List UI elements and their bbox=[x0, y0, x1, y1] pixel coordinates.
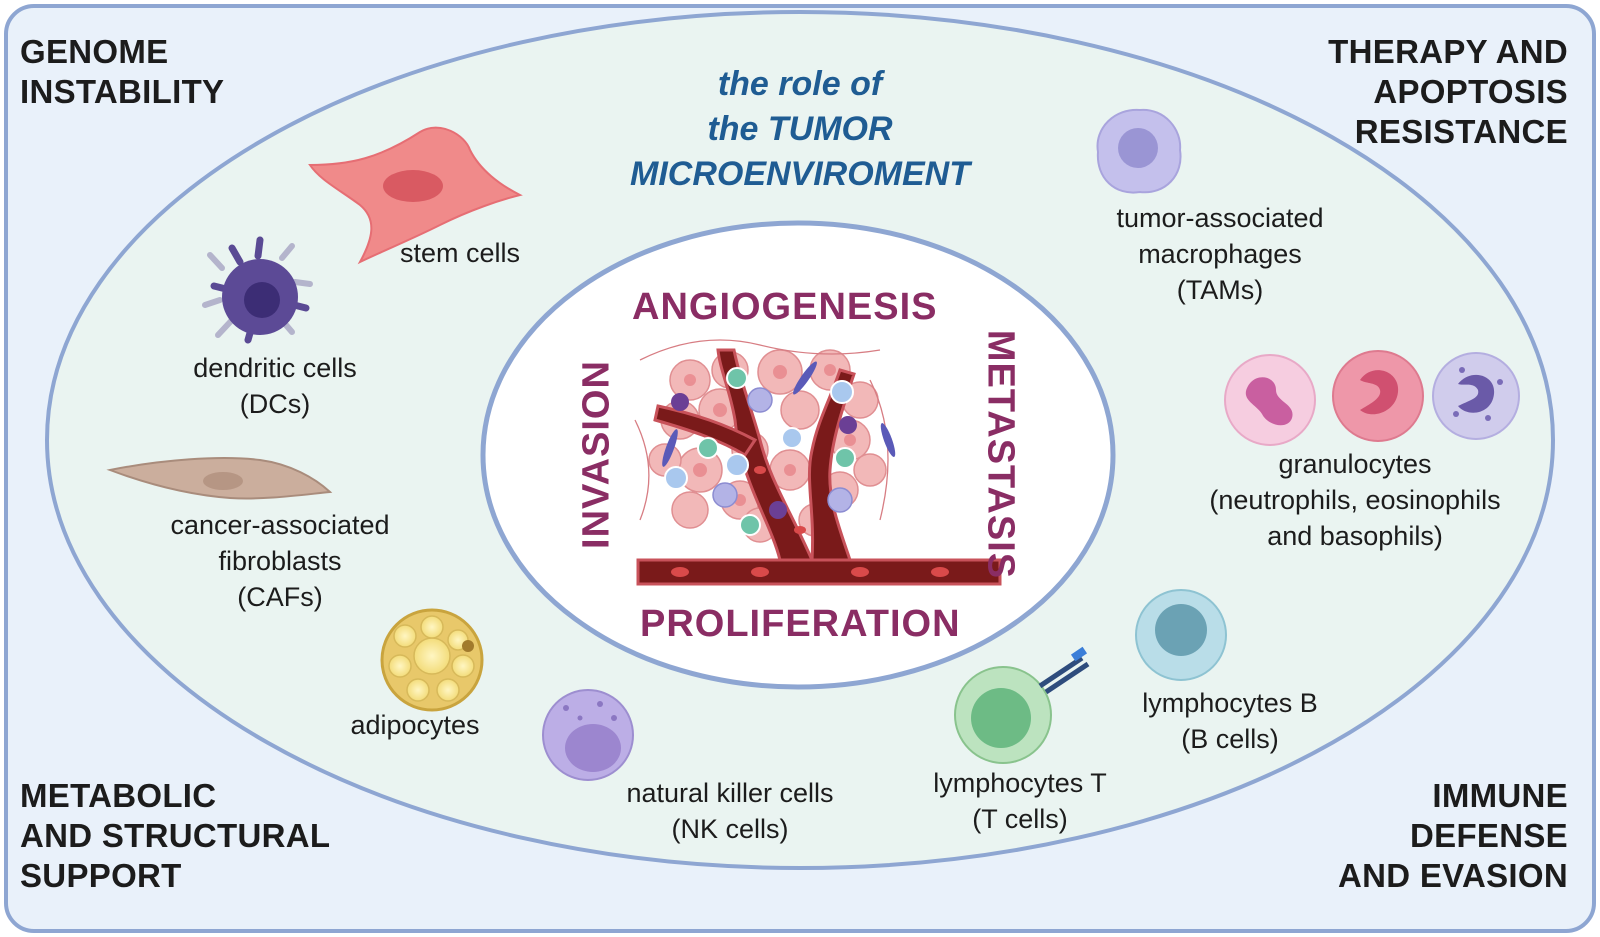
dendritic-cell-icon bbox=[202, 236, 313, 344]
title-line: MICROENVIROMENT bbox=[630, 155, 970, 193]
neutrophil-icon bbox=[1224, 354, 1316, 446]
heading-metabolic-support: METABOLIC AND STRUCTURAL SUPPORT bbox=[20, 776, 330, 896]
label-line: adipocytes bbox=[350, 710, 480, 740]
label-caf: cancer-associated fibroblasts (CAFs) bbox=[140, 507, 420, 615]
tumor-illustration bbox=[634, 339, 1002, 586]
diagram-title: the role of the TUMOR MICROENVIROMENT bbox=[560, 62, 1040, 197]
label-line: (CAFs) bbox=[237, 582, 323, 612]
stem-cell-icon bbox=[308, 126, 523, 265]
label-line: dendritic cells bbox=[193, 353, 357, 383]
heading-line: DEFENSE bbox=[1410, 817, 1568, 854]
heading-line: INSTABILITY bbox=[20, 73, 225, 110]
label-t-cells: lymphocytes T (T cells) bbox=[900, 765, 1140, 837]
label-line: fibroblasts bbox=[218, 546, 342, 576]
label-stem-cells: stem cells bbox=[380, 235, 540, 271]
label-b-cells: lymphocytes B (B cells) bbox=[1110, 685, 1350, 757]
adipocyte-icon bbox=[380, 608, 484, 712]
b-cell-icon bbox=[1135, 589, 1227, 681]
heading-genome-instability: GENOME INSTABILITY bbox=[20, 32, 224, 112]
process-proliferation: PROLIFERATION bbox=[640, 603, 961, 645]
macrophage-icon bbox=[1096, 108, 1182, 194]
heading-line: APOPTOSIS bbox=[1373, 73, 1568, 110]
label-line: (DCs) bbox=[239, 389, 311, 419]
label-line: (TAMs) bbox=[1176, 275, 1264, 305]
process-angiogenesis: ANGIOGENESIS bbox=[632, 286, 938, 328]
heading-line: METABOLIC bbox=[20, 777, 217, 814]
label-line: (B cells) bbox=[1181, 724, 1279, 754]
label-line: (NK cells) bbox=[671, 814, 789, 844]
heading-line: SUPPORT bbox=[20, 857, 182, 894]
heading-therapy-resistance: THERAPY AND APOPTOSIS RESISTANCE bbox=[1328, 32, 1568, 152]
heading-line: GENOME bbox=[20, 33, 169, 70]
label-line: lymphocytes B bbox=[1142, 688, 1318, 718]
label-adipocytes: adipocytes bbox=[330, 707, 500, 743]
label-line: macrophages bbox=[1138, 239, 1302, 269]
heading-line: AND EVASION bbox=[1337, 857, 1568, 894]
label-line: (T cells) bbox=[972, 804, 1068, 834]
t-cell-icon bbox=[954, 646, 1090, 764]
label-line: lymphocytes T bbox=[933, 768, 1107, 798]
eosinophil-icon bbox=[1332, 350, 1424, 442]
label-nk-cells: natural killer cells (NK cells) bbox=[590, 775, 870, 847]
label-granulocytes: granulocytes (neutrophils, eosinophils a… bbox=[1170, 446, 1540, 554]
label-line: natural killer cells bbox=[626, 778, 834, 808]
process-metastasis: METASTASIS bbox=[979, 329, 1022, 580]
heading-immune-defense: IMMUNE DEFENSE AND EVASION bbox=[1338, 776, 1568, 896]
nk-cell-icon bbox=[542, 689, 634, 781]
basophil-icon bbox=[1432, 352, 1520, 440]
title-line: the role of bbox=[717, 65, 883, 103]
label-line: cancer-associated bbox=[170, 510, 390, 540]
title-line: the TUMOR bbox=[707, 110, 893, 148]
label-line: tumor-associated bbox=[1116, 203, 1324, 233]
heading-line: THERAPY AND bbox=[1328, 33, 1568, 70]
heading-line: AND STRUCTURAL bbox=[20, 817, 331, 854]
label-line: (neutrophils, eosinophils bbox=[1209, 485, 1501, 515]
fibroblast-icon bbox=[106, 457, 333, 500]
label-dendritic-cells: dendritic cells (DCs) bbox=[160, 350, 390, 422]
process-invasion: INVASION bbox=[575, 360, 618, 549]
heading-line: RESISTANCE bbox=[1354, 113, 1568, 150]
heading-line: IMMUNE bbox=[1432, 777, 1568, 814]
label-line: stem cells bbox=[399, 238, 521, 268]
label-tams: tumor-associated macrophages (TAMs) bbox=[1080, 200, 1360, 308]
label-line: and basophils) bbox=[1267, 521, 1443, 551]
label-line: granulocytes bbox=[1278, 449, 1432, 479]
